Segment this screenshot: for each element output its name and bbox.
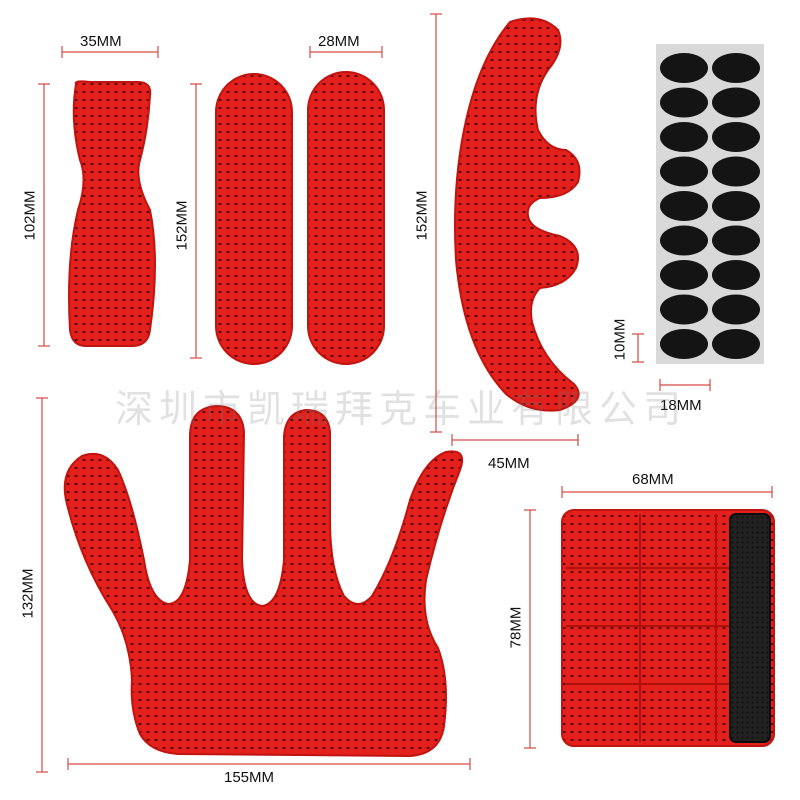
watermark: 深圳市凯瑞拜克车业有限公司 [114, 387, 687, 431]
width-label-dot: 18MM [660, 397, 702, 414]
dots-grid [660, 53, 760, 359]
height-label-strip-pads: 152MM [173, 200, 191, 251]
strip-pad-left [215, 73, 293, 365]
width-label-finger-pad: 155MM [224, 769, 275, 786]
velcro-dot [660, 191, 708, 221]
velcro-dot [660, 294, 708, 325]
velcro-dot [712, 260, 760, 290]
height-label-small-pad: 102MM [21, 190, 39, 241]
velcro-dot [660, 260, 708, 290]
velcro-dot [712, 156, 760, 187]
velcro-dot [660, 122, 708, 152]
finger-pad [63, 404, 464, 758]
width-label-curved-pad: 45MM [488, 455, 530, 472]
velcro-dot [660, 225, 708, 256]
width-label-strip-pads: 28MM [318, 33, 360, 50]
velcro-dot [660, 329, 708, 359]
height-label-square-pad: 78MM [507, 606, 525, 649]
velcro-dot [660, 156, 708, 187]
velcro-dot [712, 329, 760, 359]
curved-pad [454, 17, 581, 412]
strip-pad-right [307, 71, 385, 365]
width-label-small-pad: 35MM [80, 33, 122, 50]
width-label-square-pad: 68MM [632, 471, 674, 488]
height-label-finger-pad: 132MM [19, 568, 37, 619]
velcro-dot [712, 53, 760, 83]
velcro-dot [660, 87, 708, 118]
velcro-dot [660, 53, 708, 83]
square-pad-quilt-lines [566, 514, 730, 742]
small-waisted-pad [68, 80, 156, 347]
velcro-dot [712, 225, 760, 256]
velcro-strip [729, 513, 771, 743]
height-label-curved-pad: 152MM [413, 190, 431, 241]
dimension-lines [36, 13, 773, 773]
velcro-dot [712, 294, 760, 325]
height-label-dot: 10MM [611, 318, 629, 361]
velcro-dot [712, 87, 760, 118]
velcro-dot [712, 122, 760, 152]
velcro-dot [712, 191, 760, 221]
